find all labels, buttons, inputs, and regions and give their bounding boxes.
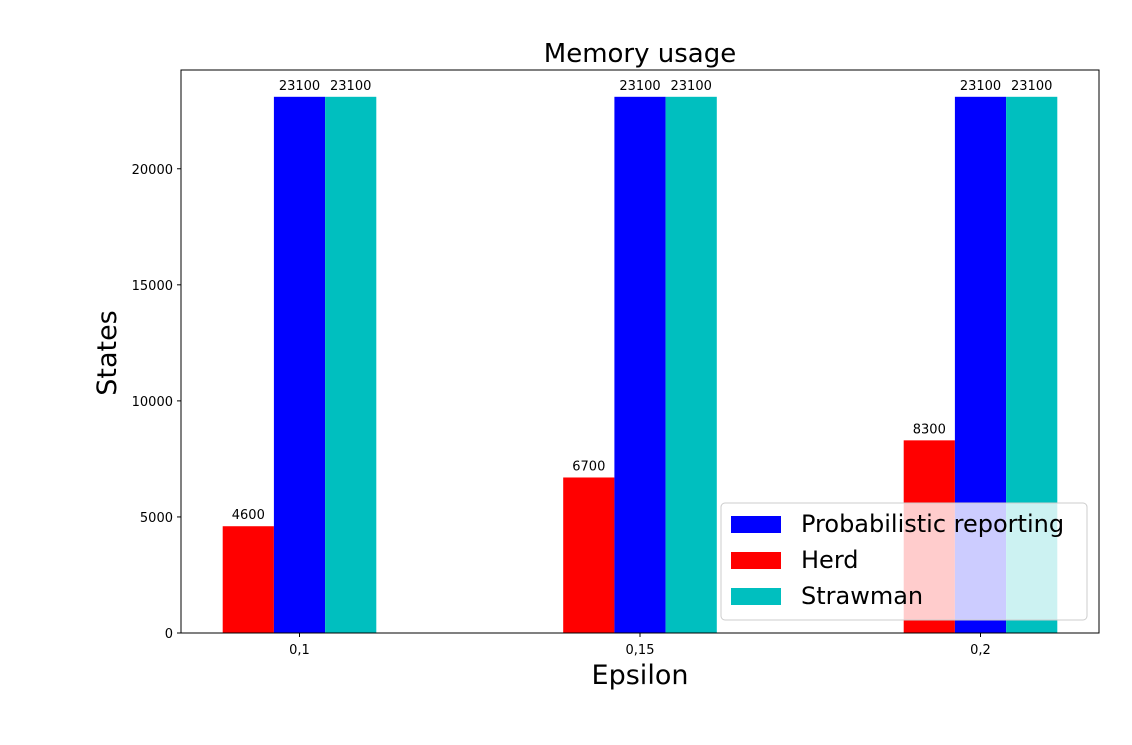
data-label: 23100 (960, 79, 1001, 94)
bar-herd-0 (222, 526, 274, 633)
y-axis-ticks: 0 5000 10000 15000 20000 (132, 163, 181, 642)
y-axis-label: States (92, 310, 123, 396)
data-label: 23100 (619, 79, 660, 94)
bar-herd-1 (563, 477, 615, 633)
x-tick-label: 0,2 (970, 643, 991, 658)
data-label: 8300 (913, 422, 946, 437)
y-tick-label: 5000 (140, 511, 173, 526)
y-tick-label: 10000 (132, 395, 173, 410)
legend-swatch (731, 516, 781, 533)
data-labels-group: 4600 6700 8300 23100 23100 23100 23100 23100 231… (232, 79, 1053, 523)
bar-strawman-0 (325, 96, 377, 634)
bars-group (222, 96, 1058, 634)
legend-swatch (731, 588, 781, 605)
plot-frame (180, 69, 1100, 634)
x-axis-label: Epsilon (592, 660, 689, 691)
chart-title: Memory usage (544, 39, 736, 69)
x-tick-label: 0,15 (626, 643, 655, 658)
x-tick-label: 0,1 (289, 643, 310, 658)
data-label: 23100 (1011, 79, 1052, 94)
legend-label: Probabilistic reporting (801, 510, 1064, 538)
legend-label: Strawman (801, 582, 923, 610)
x-axis-ticks: 0,1 0,15 0,2 (289, 633, 991, 658)
bar-strawman-1 (665, 96, 717, 634)
data-label: 6700 (572, 459, 605, 474)
y-tick-label: 20000 (132, 163, 173, 178)
y-tick-label: 15000 (132, 279, 173, 294)
bar-probabilistic-reporting-0 (273, 96, 326, 634)
data-label: 23100 (671, 79, 712, 94)
legend-swatch (731, 552, 781, 569)
bar-probabilistic-reporting-1 (614, 96, 666, 634)
data-label: 23100 (330, 79, 371, 94)
data-label: 23100 (279, 79, 320, 94)
legend-frame (720, 502, 1088, 621)
y-tick-label: 0 (165, 627, 173, 642)
legend-label: Herd (801, 546, 859, 574)
data-label: 4600 (232, 508, 265, 523)
